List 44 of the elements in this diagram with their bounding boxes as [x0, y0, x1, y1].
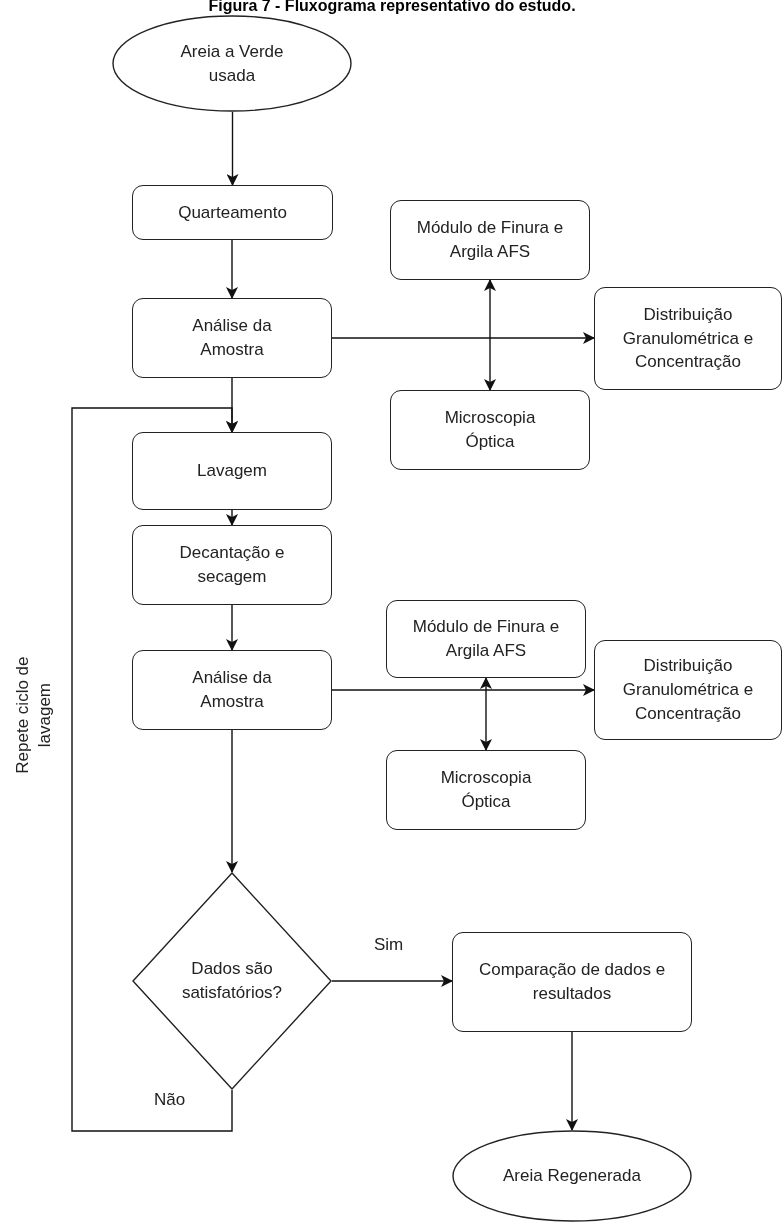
terminal-ellipse [112, 15, 352, 112]
arrow [226, 729, 238, 873]
figure-title: Figura 7 - Fluxograma representativo do estudo. [207, 0, 577, 15]
process-box [132, 185, 333, 240]
process-box [452, 932, 692, 1032]
node-text: Quarteamento [177, 201, 288, 224]
arrow [331, 975, 453, 987]
node-text: Areia a Verde usada [179, 40, 285, 87]
arrow [331, 332, 595, 344]
node-text: Distribuição Granulométrica e Concentração [621, 655, 755, 725]
node-text: Dados são satisfatórios? [180, 958, 284, 1004]
node-text: Distribuição Granulométrica e Concentração [621, 303, 755, 374]
process-box [594, 640, 782, 740]
node-text: Decantação e secagem [178, 542, 286, 588]
arrow [480, 677, 492, 751]
arrow [226, 604, 238, 651]
node-text: Análise da Amostra [191, 315, 273, 361]
process-box [390, 200, 590, 280]
arrow [226, 111, 239, 186]
decision-diamond [132, 872, 332, 1090]
arrow [566, 1031, 578, 1131]
process-box [132, 525, 332, 605]
annotation-text: Repete ciclo de lavagem [11, 655, 55, 776]
arrow [226, 239, 238, 299]
node-text: Lavagem [196, 460, 268, 483]
process-box [386, 600, 586, 678]
node-text: Areia Regenerada [502, 1165, 642, 1188]
process-box [132, 298, 332, 378]
arrow [484, 279, 496, 391]
process-box [386, 750, 586, 830]
arrow [71, 407, 238, 1132]
process-box [132, 650, 332, 730]
process-box [594, 287, 782, 390]
node-text: Microscopia Óptica [439, 767, 533, 813]
node-text: Módulo de Finura e Argila AFS [415, 217, 565, 263]
node-text: Análise da Amostra [191, 667, 273, 713]
node-text: Microscopia Óptica [443, 407, 537, 453]
node-text: Comparação de dados e resultados [477, 959, 667, 1005]
terminal-ellipse [452, 1130, 692, 1222]
process-box [132, 432, 332, 510]
process-box [390, 390, 590, 470]
arrow [226, 509, 238, 526]
node-text: Módulo de Finura e Argila AFS [411, 616, 561, 662]
arrow [331, 684, 595, 696]
